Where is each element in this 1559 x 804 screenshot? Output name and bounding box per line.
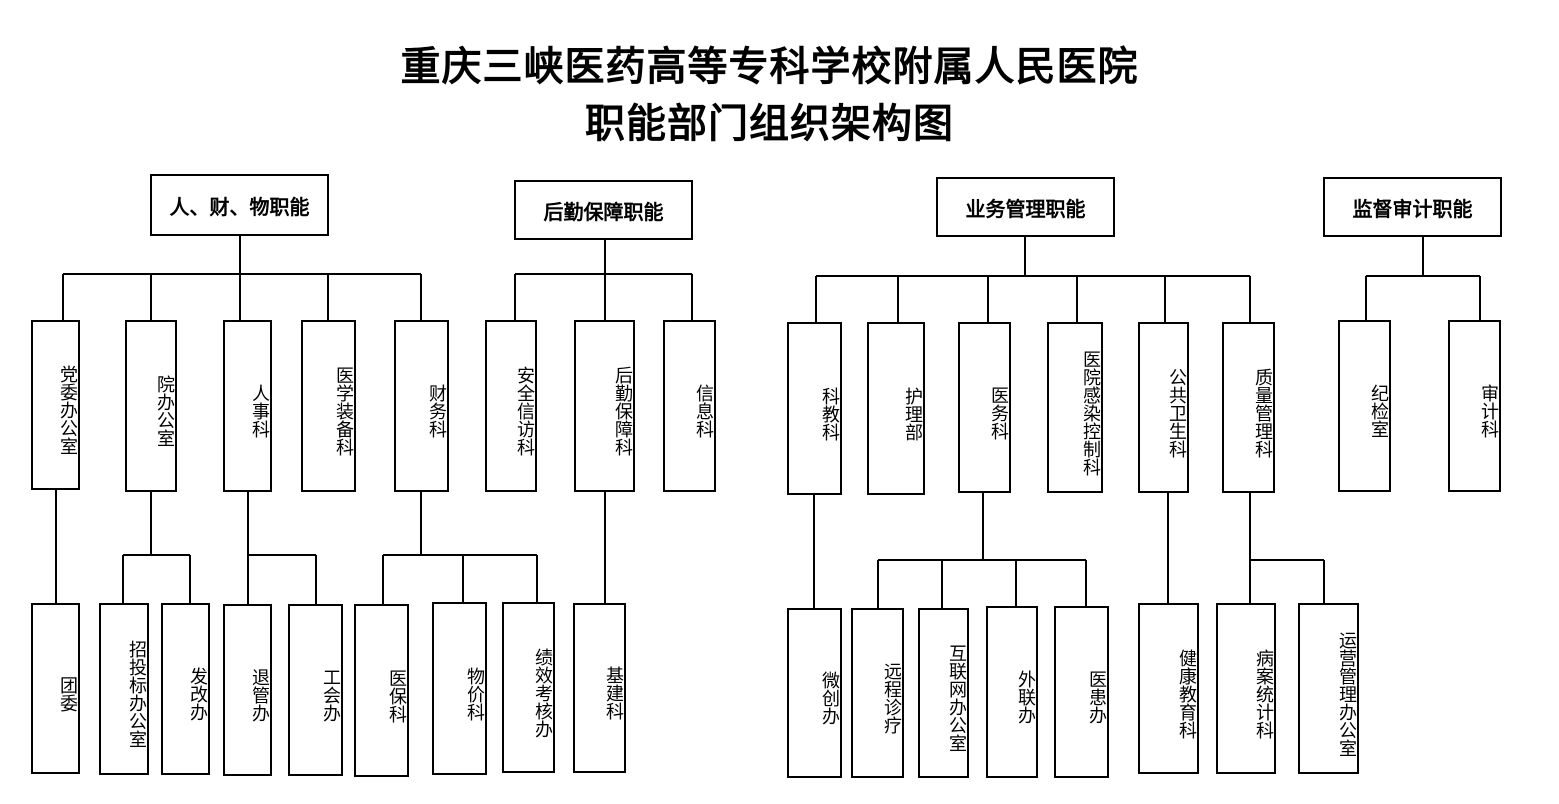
dept-box-science-education: 科教科 bbox=[787, 322, 842, 495]
dept-box-nursing: 护理部 bbox=[867, 322, 925, 495]
function-box-supervision: 监督审计职能 bbox=[1323, 177, 1502, 237]
unit-box-construction: 基建科 bbox=[573, 603, 626, 773]
unit-box-youth-league: 团委 bbox=[31, 603, 80, 774]
dept-box-equipment: 医学装备科 bbox=[301, 320, 356, 492]
dept-box-quality: 质量管理科 bbox=[1222, 322, 1275, 493]
unit-box-internet-office: 互联网办公室 bbox=[918, 608, 969, 778]
unit-box-operations-office: 运营管理办公室 bbox=[1298, 603, 1359, 774]
dept-box-party-office: 党委办公室 bbox=[31, 320, 80, 490]
unit-box-pricing: 物价科 bbox=[432, 602, 487, 775]
unit-box-patient-office: 医患办 bbox=[1054, 606, 1109, 778]
unit-box-medical-records: 病案统计科 bbox=[1216, 603, 1276, 774]
dept-box-security: 安全信访科 bbox=[485, 320, 537, 492]
unit-box-performance: 绩效考核办 bbox=[502, 602, 555, 773]
dept-box-hospital-office: 院办公室 bbox=[125, 320, 177, 492]
unit-box-insurance: 医保科 bbox=[354, 604, 409, 777]
unit-box-health-education: 健康教育科 bbox=[1138, 603, 1199, 774]
dept-box-logistics: 后勤保障科 bbox=[574, 320, 635, 492]
unit-box-bidding-office: 招投标办公室 bbox=[99, 603, 149, 775]
unit-box-retirement-office: 退管办 bbox=[223, 604, 272, 776]
function-box-logistics: 后勤保障职能 bbox=[514, 180, 693, 240]
chart-title-line-2: 职能部门组织架构图 bbox=[585, 100, 954, 147]
function-box-business: 业务管理职能 bbox=[936, 177, 1115, 237]
chart-title-line-1: 重庆三峡医药高等专科学校附属人民医院 bbox=[400, 43, 1139, 90]
dept-box-discipline: 纪检室 bbox=[1338, 320, 1391, 492]
function-box-hr-finance: 人、财、物职能 bbox=[150, 174, 329, 236]
dept-box-public-health: 公共卫生科 bbox=[1138, 322, 1189, 493]
unit-box-minimally-invasive: 微创办 bbox=[787, 608, 842, 778]
dept-box-infection-control: 医院感染控制科 bbox=[1047, 322, 1103, 493]
dept-box-information: 信息科 bbox=[663, 320, 716, 492]
unit-box-reform-office: 发改办 bbox=[161, 603, 210, 775]
dept-box-finance: 财务科 bbox=[394, 320, 449, 492]
dept-box-medical-affairs: 医务科 bbox=[958, 322, 1011, 493]
dept-box-audit: 审计科 bbox=[1448, 320, 1501, 492]
unit-box-union-office: 工会办 bbox=[288, 604, 343, 776]
dept-box-hr: 人事科 bbox=[223, 320, 272, 492]
unit-box-external-office: 外联办 bbox=[986, 606, 1038, 778]
unit-box-telemedicine: 远程诊疗 bbox=[851, 608, 904, 778]
